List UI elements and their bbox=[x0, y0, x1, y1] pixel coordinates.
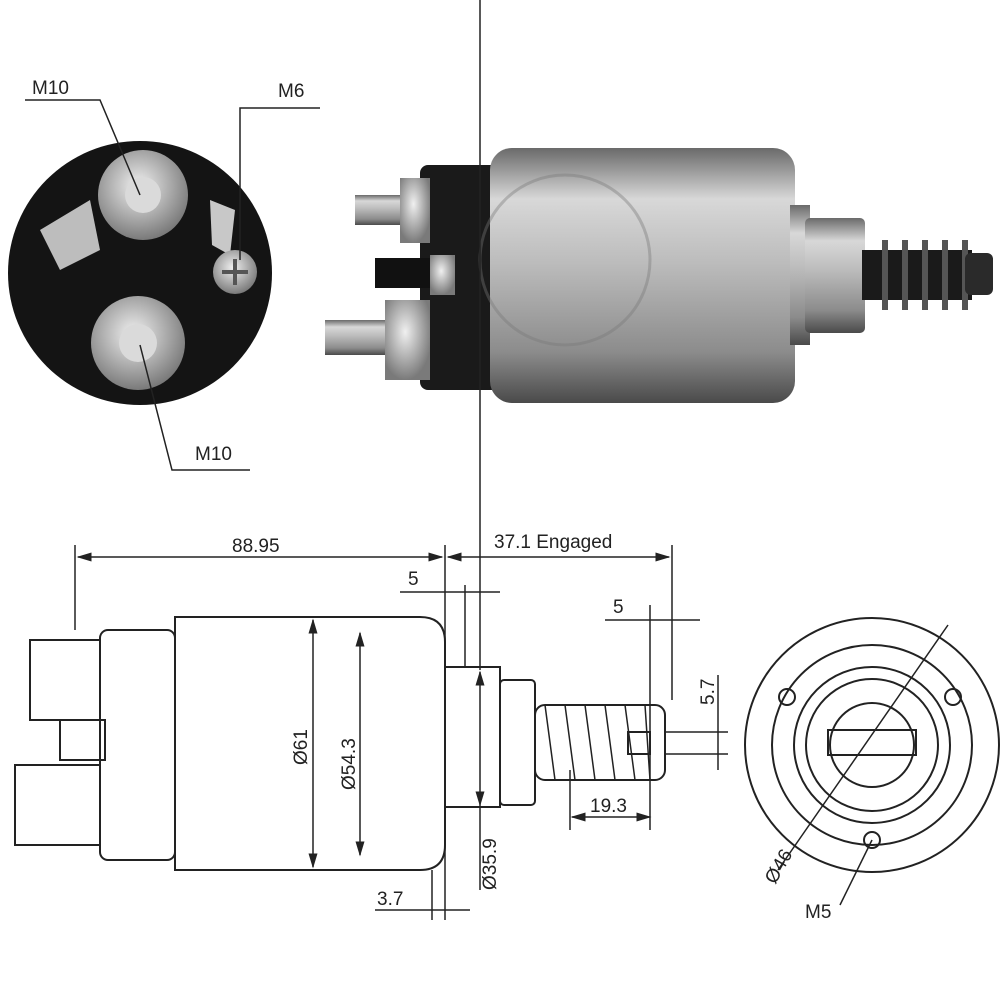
dim-mount-thread: M5 bbox=[805, 902, 831, 923]
photo-leaders bbox=[25, 99, 320, 471]
dim-slot: 5.7 bbox=[698, 679, 719, 705]
dim-rim: 3.7 bbox=[377, 889, 403, 910]
label-m10-bottom: M10 bbox=[195, 444, 232, 465]
side-view-photo bbox=[325, 148, 993, 403]
dim-bolt-circle: Ø46 bbox=[761, 846, 797, 888]
dim-flange-width: 5 bbox=[408, 569, 419, 590]
dim-plunger-tip: 5 bbox=[613, 597, 624, 618]
label-m6: M6 bbox=[278, 81, 304, 102]
solenoid-body bbox=[490, 148, 795, 403]
end-view-photo bbox=[8, 141, 272, 405]
dimension-lines bbox=[74, 0, 728, 920]
front-view-drawing bbox=[744, 617, 1000, 906]
dim-overall-length: 88.95 bbox=[232, 536, 280, 557]
dim-body-diameter: Ø61 bbox=[291, 729, 312, 765]
dim-spring-length: 19.3 bbox=[590, 796, 627, 817]
dim-inner-diameter: Ø54.3 bbox=[339, 738, 360, 790]
dim-nose-diameter: Ø35.9 bbox=[480, 838, 501, 890]
dim-engaged: 37.1 Engaged bbox=[494, 532, 612, 553]
label-m10-top: M10 bbox=[32, 78, 69, 99]
